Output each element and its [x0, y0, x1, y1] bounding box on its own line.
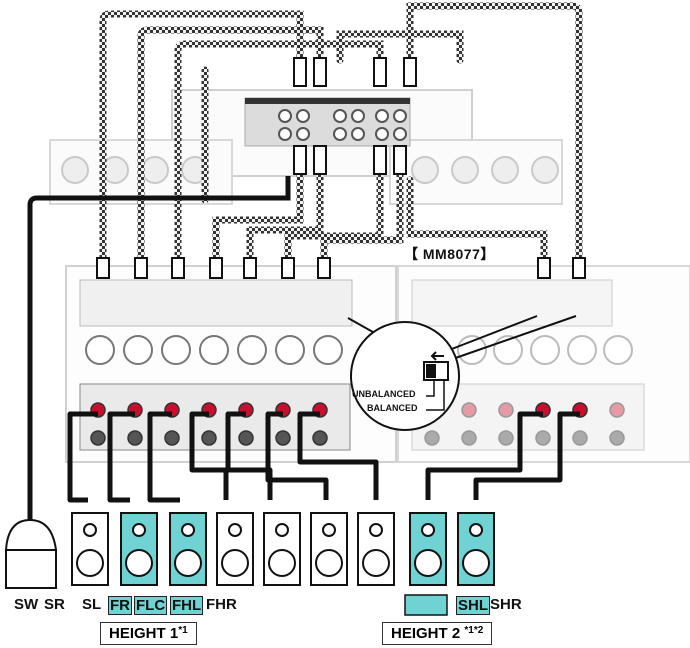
height2-highlight-box	[404, 594, 448, 616]
height1-box: HEIGHT 1*1	[100, 622, 197, 645]
subwoofer-cable	[27, 176, 291, 520]
height2-note: *1*2	[464, 625, 484, 636]
speaker-fhr	[310, 512, 348, 586]
height1-note: *1	[178, 625, 188, 636]
unbalanced-label: UNBALANCED	[352, 389, 416, 399]
balanced-label: BALANCED	[367, 403, 418, 413]
label-fhr: FHR	[206, 596, 237, 613]
label-fr: FR	[108, 596, 132, 615]
height1-label: HEIGHT 1	[109, 625, 179, 642]
switch-callout	[347, 315, 577, 431]
height2-label: HEIGHT 2	[391, 625, 461, 642]
rca-plugs	[96, 57, 586, 279]
height2-box: HEIGHT 2 *1*2	[382, 622, 493, 645]
subwoofer	[4, 518, 58, 589]
speaker-sr	[71, 512, 109, 586]
speaker-shr	[457, 512, 495, 586]
speaker-fr	[169, 512, 207, 586]
label-shl: SHL	[456, 596, 490, 615]
label-shr: SHR	[490, 596, 522, 613]
speaker-sl	[120, 512, 158, 586]
speaker-fhl	[263, 512, 301, 586]
speaker-cables	[67, 411, 580, 503]
label-sr: SR	[44, 596, 65, 613]
preamp-unit	[49, 89, 563, 205]
rca-cables	[99, 2, 583, 266]
speakers	[71, 512, 495, 586]
amplifier-left	[65, 265, 397, 463]
label-fhl: FHL	[170, 596, 204, 615]
label-sl: SL	[82, 596, 102, 613]
speaker-flc	[216, 512, 254, 586]
speaker-extra	[357, 512, 395, 586]
speaker-shl	[409, 512, 447, 586]
label-flc: FLC	[134, 596, 168, 615]
label-sw: SW	[14, 596, 39, 613]
speaker-terminals-left	[90, 402, 328, 446]
model-label: 【 MM8077】	[404, 246, 495, 262]
